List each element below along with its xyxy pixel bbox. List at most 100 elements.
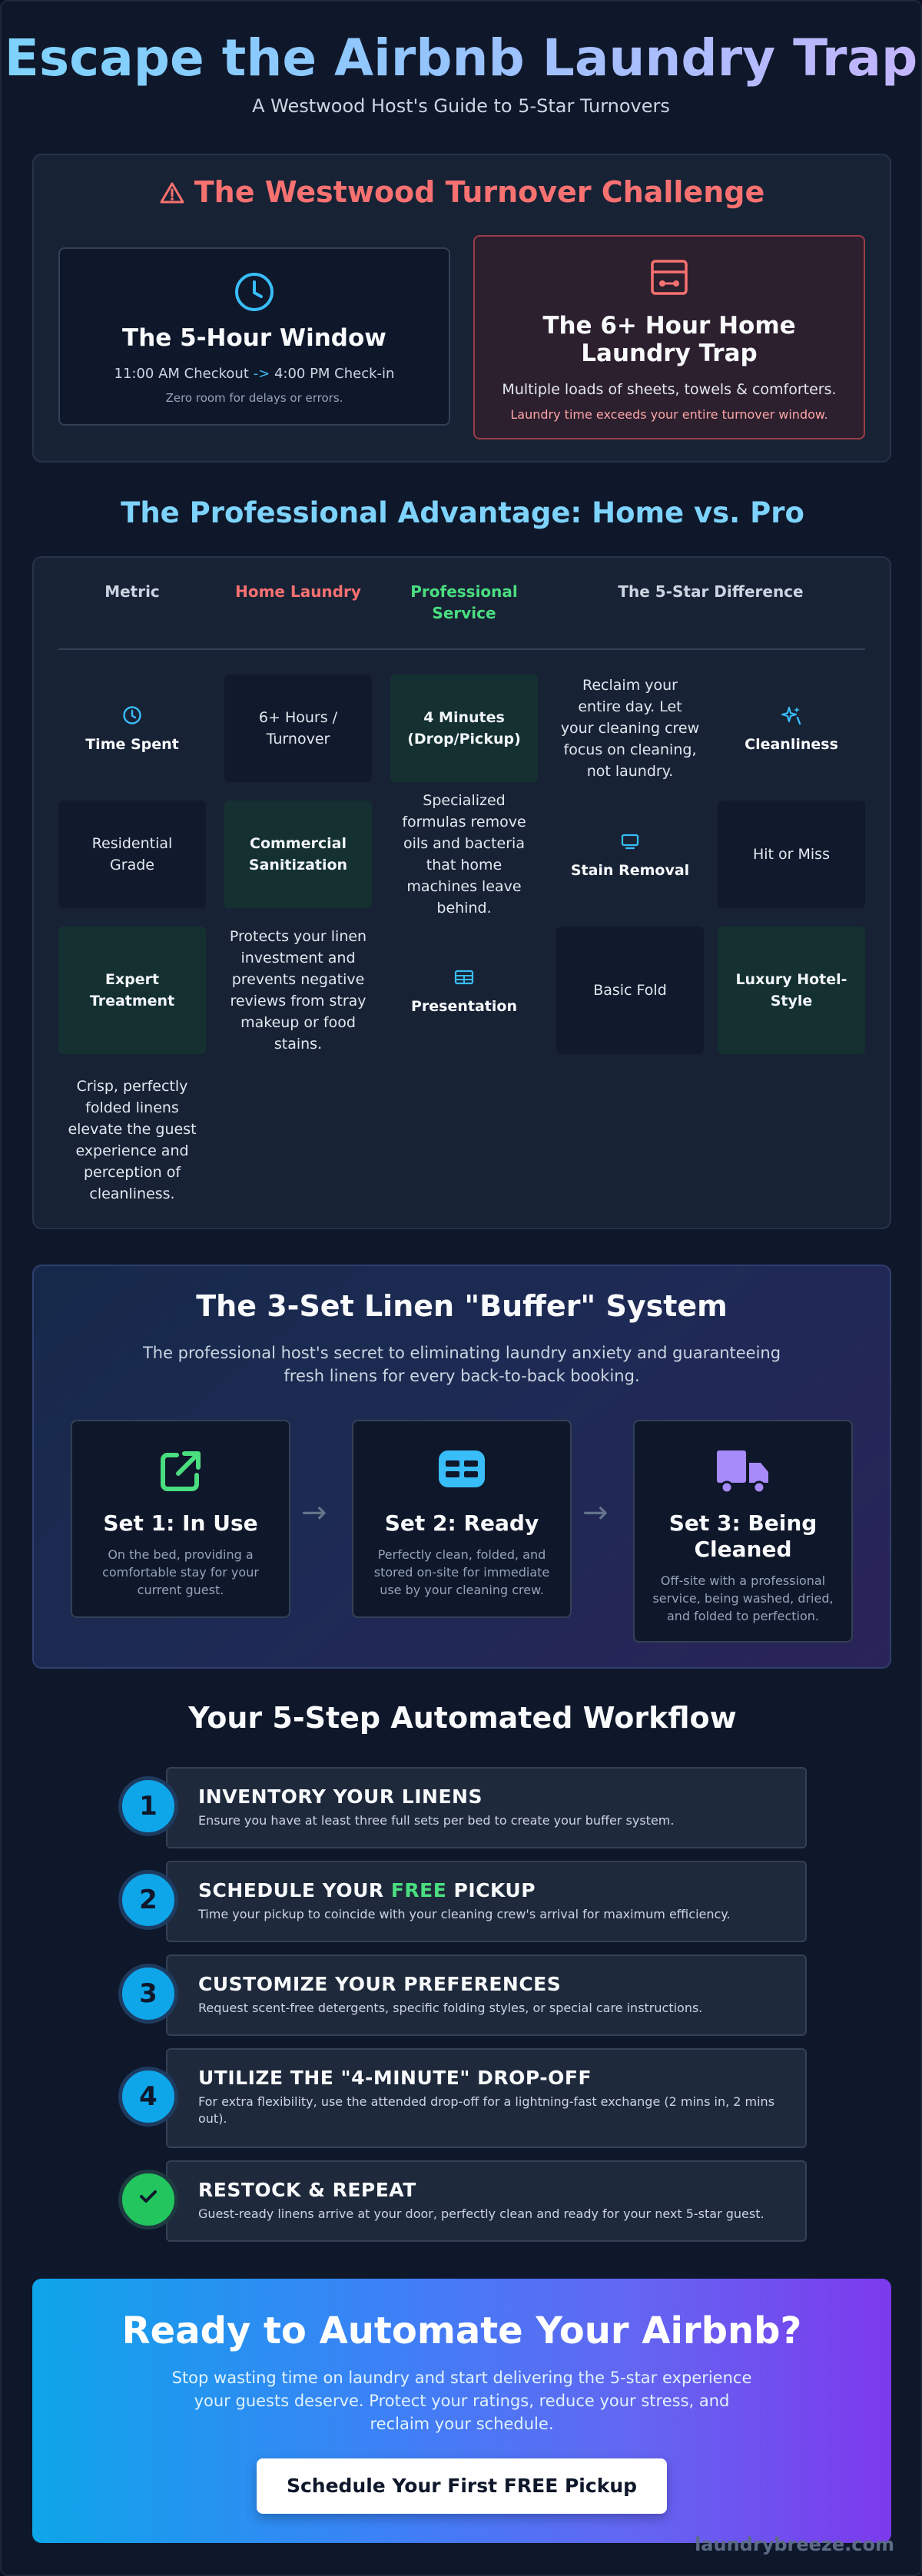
cell-line: Turnover (266, 731, 330, 748)
five-hour-window-title: The 5-Hour Window (122, 324, 386, 352)
page-title: Escape the Airbnb Laundry Trap (2, 28, 920, 89)
set-ready-box: Set 2: Ready Perfectly clean, folded, an… (352, 1420, 572, 1618)
challenge-title-text: The Westwood Turnover Challenge (194, 175, 765, 209)
set-description: On the bed, providing a comfortable stay… (102, 1547, 259, 1597)
step-number-badge: 1 (118, 1776, 178, 1836)
cta-text: Stop wasting time on laundry and start d… (171, 2369, 752, 2433)
step-check-badge (118, 2170, 178, 2230)
cell-line: Commercial (250, 835, 347, 852)
header-home-laundry: Home Laundry (235, 582, 361, 601)
header-professional-service: Professional Service (390, 581, 538, 624)
clock-icon (122, 701, 142, 729)
external-link-icon (72, 1447, 289, 1495)
cell-line: Style (770, 993, 813, 1010)
checkin-time: 4:00 PM Check-in (274, 366, 395, 382)
window-note: Zero room for delays or errors. (165, 391, 343, 405)
step-description: Time your pickup to coincide with your c… (198, 1907, 731, 1921)
metric-stain-removal: Stain Removal (556, 801, 704, 908)
set-title-line2: Cleaned (694, 1537, 792, 1562)
step-description: Request scent-free detergents, specific … (198, 2001, 703, 2015)
step-title: CUSTOMIZE YOUR PREFERENCES (198, 1973, 562, 1995)
step-number-badge: 2 (118, 1870, 178, 1930)
laundry-machine-icon (475, 258, 864, 301)
step-title-post: PICKUP (446, 1879, 536, 1901)
metric-presentation: Presentation (390, 927, 538, 1054)
set-title: Set 3: Being Cleaned (635, 1510, 851, 1563)
step-description: Guest-ready linens arrive at your door, … (198, 2206, 764, 2221)
trap-description: Multiple loads of sheets, towels & comfo… (502, 381, 837, 398)
buffer-title: The 3-Set Linen "Buffer" System (196, 1289, 728, 1323)
stain-icon (620, 827, 640, 855)
warning-icon (159, 177, 185, 211)
header-five-star-difference: The 5-Star Difference (618, 582, 804, 601)
workflow-step-5: RESTOCK & REPEAT Guest-ready linens arri… (166, 2160, 807, 2242)
site-watermark[interactable]: laundrybreeze.com (695, 2534, 894, 2555)
step-title: SCHEDULE YOUR FREE PICKUP (198, 1879, 805, 1901)
cell-line: Treatment (89, 993, 175, 1010)
step-number-badge: 3 (118, 1964, 178, 2024)
cell-line: Sanitization (248, 857, 348, 874)
metric-label: Stain Removal (570, 862, 690, 879)
workflow-step-3: CUSTOMIZE YOUR PREFERENCES Request scent… (166, 1954, 807, 2036)
set-being-cleaned-box: Set 3: Being Cleaned Off-site with a pro… (633, 1420, 853, 1643)
set-description: Off-site with a professional service, be… (652, 1573, 834, 1623)
home-cleanliness: Residential Grade (58, 801, 206, 908)
turnover-challenge-card: The Westwood Turnover Challenge The 5-Ho… (32, 154, 891, 462)
trap-title-line2: Laundry Trap (581, 340, 758, 367)
header-divider (58, 648, 865, 650)
pro-presentation: Luxury Hotel- Style (718, 927, 865, 1054)
home-laundry-trap-title: The 6+ Hour Home Laundry Trap (475, 312, 864, 367)
workflow-step-1: INVENTORY YOUR LINENS Ensure you have at… (166, 1767, 807, 1848)
pro-stain-removal: Expert Treatment (58, 927, 206, 1054)
set-in-use-box: Set 1: In Use On the bed, providing a co… (71, 1420, 290, 1618)
comparison-title: The Professional Advantage: Home vs. Pro (121, 496, 804, 529)
arrow-right-icon: → (301, 1495, 327, 1530)
step-description: Ensure you have at least three full sets… (198, 1813, 675, 1828)
clock-icon (60, 270, 449, 313)
workflow-step-2: SCHEDULE YOUR FREE PICKUP Time your pick… (166, 1861, 807, 1942)
checkout-checkin-times: 11:00 AM Checkout -> 4:00 PM Check-in (60, 366, 449, 382)
cell-line: 4 Minutes (423, 709, 505, 726)
check-icon (135, 2183, 161, 2216)
cta-title: Ready to Automate Your Airbnb? (121, 2309, 802, 2352)
metric-label: Cleanliness (745, 736, 838, 753)
trap-note: Laundry time exceeds your entire turnove… (510, 407, 828, 422)
schedule-pickup-button[interactable]: Schedule Your First FREE Pickup (257, 2458, 667, 2514)
metric-time-spent: Time Spent (58, 675, 206, 782)
five-hour-window-box: The 5-Hour Window 11:00 AM Checkout -> 4… (58, 247, 450, 426)
step-title-pre: SCHEDULE YOUR (198, 1879, 391, 1901)
workflow-title: Your 5-Step Automated Workflow (188, 1701, 737, 1735)
comparison-card: Metric Home Laundry Professional Service… (32, 556, 891, 1229)
workflow-step-4: UTILIZE THE "4-MINUTE" DROP-OFF For extr… (166, 2048, 807, 2148)
header-pro-line2: Service (432, 604, 496, 622)
set-description: Perfectly clean, folded, and stored on-s… (373, 1547, 550, 1597)
cell-line: (Drop/Pickup) (407, 731, 521, 748)
metric-label: Presentation (411, 998, 517, 1015)
step-title: INVENTORY YOUR LINENS (198, 1785, 483, 1808)
home-presentation: Basic Fold (556, 927, 704, 1054)
sparkle-icon (781, 701, 802, 729)
set-title-line1: Set 3: Being (668, 1510, 818, 1536)
buffer-system-card: The 3-Set Linen "Buffer" System The prof… (32, 1265, 891, 1669)
set-title: Set 1: In Use (103, 1510, 258, 1536)
pro-cleanliness: Commercial Sanitization (224, 801, 372, 908)
header-pro-line1: Professional (410, 582, 518, 601)
home-stain-removal: Hit or Miss (718, 801, 865, 908)
set-title: Set 2: Ready (384, 1510, 539, 1536)
card-icon (353, 1447, 570, 1495)
page-subtitle: A Westwood Host's Guide to 5-Star Turnov… (252, 95, 670, 117)
pro-time-spent: 4 Minutes (Drop/Pickup) (390, 675, 538, 782)
diff-time-spent: Reclaim your entire day. Let your cleani… (560, 677, 700, 780)
metric-label: Time Spent (85, 736, 179, 753)
trap-title-line1: The 6+ Hour Home (542, 312, 796, 340)
hero: Escape the Airbnb Laundry Trap A Westwoo… (2, 2, 920, 117)
cell-line: Residential (91, 835, 173, 852)
header-metric: Metric (104, 582, 160, 601)
metric-cleanliness: Cleanliness (718, 675, 865, 782)
truck-icon (635, 1447, 851, 1495)
home-time-spent: 6+ Hours / Turnover (224, 675, 372, 782)
challenge-title: The Westwood Turnover Challenge (34, 175, 890, 211)
cta-section: Ready to Automate Your Airbnb? Stop wast… (32, 2279, 891, 2543)
step-title-free: FREE (390, 1879, 447, 1901)
